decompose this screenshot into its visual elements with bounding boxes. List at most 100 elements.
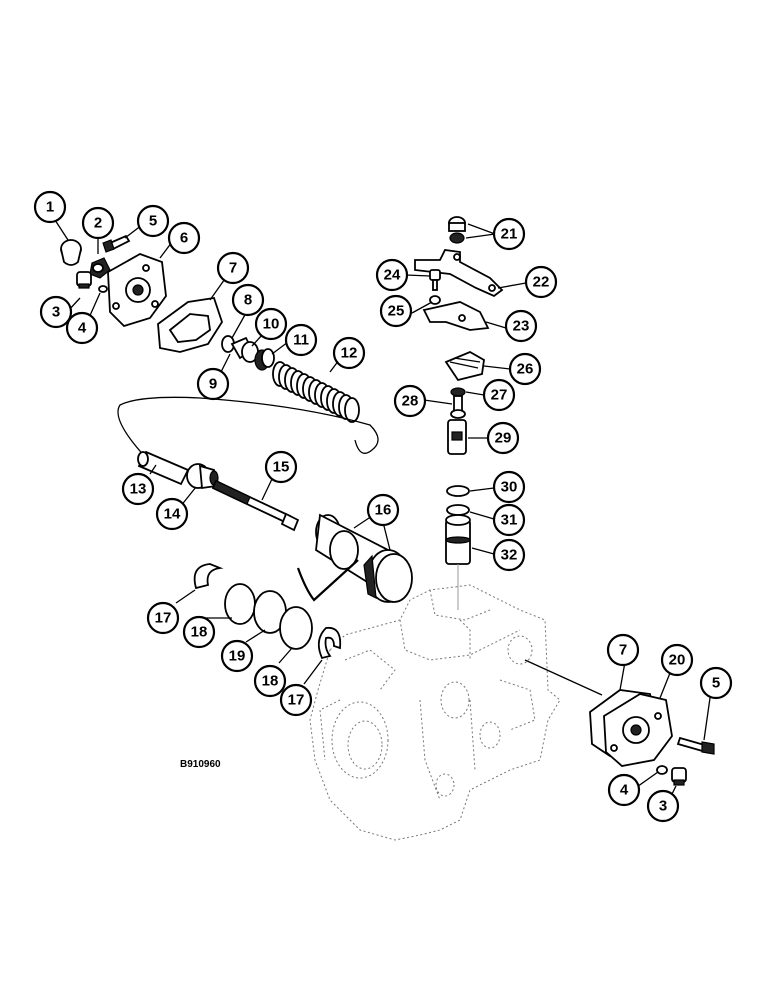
spring-clip-part-26 <box>444 350 485 382</box>
callout-13: 13 <box>121 472 155 506</box>
cover-part-20 <box>603 693 673 767</box>
svg-text:9: 9 <box>209 376 217 393</box>
spring-part-12 <box>272 361 360 423</box>
ring-part-31 <box>446 504 470 516</box>
fitting-part-14 <box>186 463 219 490</box>
callout-8: 8 <box>231 283 265 317</box>
svg-text:1: 1 <box>46 199 54 216</box>
svg-text:32: 32 <box>501 547 518 564</box>
svg-text:4: 4 <box>78 320 87 337</box>
callout-11: 11 <box>284 323 318 357</box>
svg-text:29: 29 <box>495 430 512 447</box>
callout-14: 14 <box>155 497 189 531</box>
svg-text:13: 13 <box>130 481 147 498</box>
svg-text:28: 28 <box>402 393 419 410</box>
callout-22: 22 <box>524 265 558 299</box>
callout-15: 15 <box>264 450 298 484</box>
reference-code: B910960 <box>180 759 221 770</box>
svg-text:30: 30 <box>501 479 518 496</box>
callout-30: 30 <box>492 470 526 504</box>
callout-7: 7 <box>606 633 640 667</box>
callout-4: 4 <box>607 773 641 807</box>
svg-text:8: 8 <box>244 292 252 309</box>
svg-text:23: 23 <box>513 318 530 335</box>
snap-ring-part-17-left <box>193 563 224 590</box>
screw-part-24 <box>429 269 441 291</box>
spool-part-16 <box>315 513 413 603</box>
callout-28: 28 <box>393 384 427 418</box>
cover-part-6 <box>107 253 167 328</box>
callout-27: 27 <box>482 378 516 412</box>
nut-part-21 <box>448 216 466 244</box>
callout-17: 17 <box>146 601 180 635</box>
callout-24: 24 <box>375 258 409 292</box>
svg-text:14: 14 <box>164 506 181 523</box>
svg-text:15: 15 <box>273 459 290 476</box>
retainer-part-11 <box>254 348 275 371</box>
callout-21: 21 <box>492 217 526 251</box>
callout-29: 29 <box>486 421 520 455</box>
svg-text:25: 25 <box>388 303 405 320</box>
svg-text:21: 21 <box>501 226 518 243</box>
svg-text:10: 10 <box>263 316 280 333</box>
pin-part-25 <box>429 295 441 305</box>
callout-25: 25 <box>379 294 413 328</box>
plug-part-3-left <box>76 271 92 289</box>
callout-9: 9 <box>196 367 230 401</box>
alignment-line-right <box>524 659 603 696</box>
callout-7: 7 <box>216 251 250 285</box>
callout-26: 26 <box>508 352 542 386</box>
valve-housing-outline <box>309 584 561 841</box>
svg-text:20: 20 <box>669 652 686 669</box>
callout-2: 2 <box>81 206 115 240</box>
svg-text:31: 31 <box>501 512 518 529</box>
callout-3: 3 <box>39 295 73 329</box>
fitting-part-2 <box>89 257 111 279</box>
callout-5: 5 <box>136 204 170 238</box>
oring-part-4-left <box>98 285 108 293</box>
svg-text:16: 16 <box>375 502 392 519</box>
sleeve-part-13 <box>137 450 190 486</box>
assembly-alignment-line <box>117 396 379 463</box>
svg-text:27: 27 <box>491 387 508 404</box>
svg-text:24: 24 <box>384 267 401 284</box>
callout-12: 12 <box>332 336 366 370</box>
callout-23: 23 <box>504 309 538 343</box>
callout-6: 6 <box>167 221 201 255</box>
svg-text:5: 5 <box>149 213 157 230</box>
callout-10: 10 <box>254 307 288 341</box>
snap-ring-part-17-right <box>317 626 342 660</box>
svg-text:4: 4 <box>620 782 629 799</box>
callout-3: 3 <box>646 789 680 823</box>
svg-text:11: 11 <box>293 332 309 349</box>
backup-ring-part-18-right <box>279 606 313 650</box>
svg-text:22: 22 <box>533 274 550 291</box>
svg-text:7: 7 <box>619 642 627 659</box>
svg-text:19: 19 <box>229 648 246 665</box>
svg-text:6: 6 <box>180 230 188 247</box>
lever-part-22 <box>414 249 504 298</box>
oring-part-27 <box>450 387 466 397</box>
plate-part-23 <box>422 301 490 331</box>
svg-text:18: 18 <box>262 673 279 690</box>
ring-part-30 <box>446 485 470 497</box>
callout-20: 20 <box>660 643 694 677</box>
sleeve-part-32 <box>445 514 471 610</box>
callout-16: 16 <box>366 493 400 527</box>
callout-19: 19 <box>220 639 254 673</box>
svg-text:12: 12 <box>341 345 358 362</box>
svg-text:3: 3 <box>659 798 667 815</box>
plug-part-3-right <box>671 767 687 786</box>
svg-text:17: 17 <box>155 610 172 627</box>
callout-18: 18 <box>182 615 216 649</box>
bolt-part-5-left <box>102 234 131 253</box>
insertion-arrow <box>296 559 359 602</box>
bolt-part-5-right <box>676 736 715 755</box>
svg-text:18: 18 <box>191 624 208 641</box>
bolt-part-15 <box>211 479 300 532</box>
oring-part-4-right <box>656 765 668 775</box>
callout-1: 1 <box>33 190 67 224</box>
callout-4: 4 <box>65 311 99 345</box>
svg-text:17: 17 <box>288 692 305 709</box>
